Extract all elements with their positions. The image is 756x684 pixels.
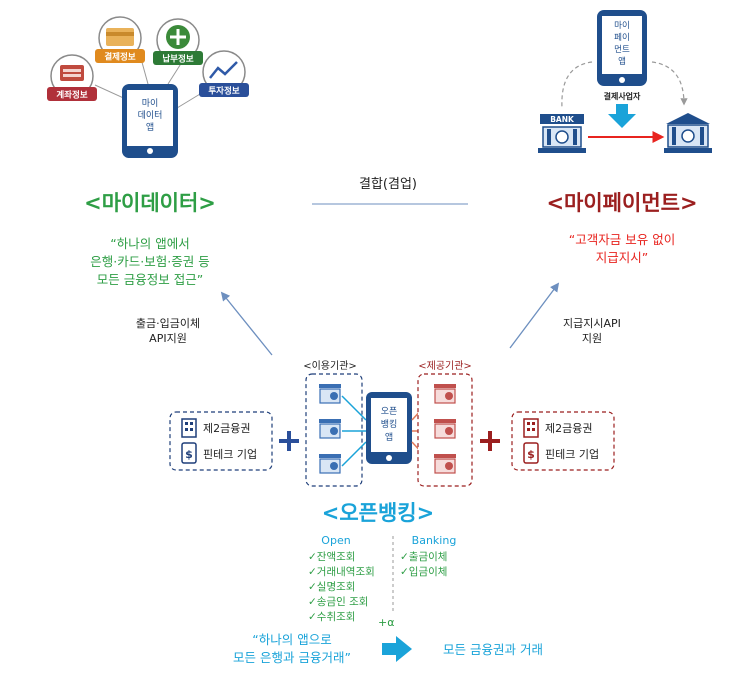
provider-bank-icon-2 [434, 419, 456, 439]
open-item-2: ✓거래내역조회 [308, 566, 375, 578]
bank-label: BANK [550, 115, 575, 124]
left-box-line1: 제2금융권 [203, 422, 250, 435]
mydata-phone-line2: 데이터 [138, 110, 163, 121]
mypayment-phone-line2: 페이 [614, 32, 630, 43]
banking-item-1: ✓출금이체 [400, 551, 447, 563]
bank-building-icon [664, 113, 712, 153]
mypayment-quote-line1: “고객자금 보유 없이 [569, 232, 675, 247]
mydata-quote-line3: 모든 금융정보 접근” [97, 272, 203, 287]
user-bank-icons [319, 384, 341, 474]
user-bank-icon-1 [319, 384, 341, 404]
mydata-arrow-label-line1: 출금·입금이체 [136, 317, 200, 330]
provider-institutions-label: <제공기관> [418, 360, 472, 372]
provider-bank-icon-3 [434, 454, 456, 474]
svg-text:$: $ [185, 448, 193, 461]
open-item-3: ✓실명조회 [308, 581, 355, 593]
mypayment-phone-line3: 먼트 [614, 44, 630, 55]
bubble-label-payment: 결제정보 [104, 52, 135, 63]
building-icon [181, 418, 197, 438]
user-institutions-label: <이용기관> [303, 360, 357, 372]
openbanking-quote-line1: “하나의 앱으로 [252, 632, 331, 647]
account-icon [60, 65, 84, 81]
mydata-phone-line1: 마이 [142, 98, 159, 109]
mypayment-arrow-label-line1: 지급지시API [563, 317, 621, 330]
down-arrow-icon [608, 104, 636, 128]
ob-phone-line2: 뱅킹 [381, 418, 398, 430]
arc-right [651, 61, 688, 106]
left-institution-box: 제2금융권 $ 핀테크 기업 [169, 411, 273, 471]
ob-phone-line3: 앱 [385, 431, 393, 443]
mydata-phone-icon: 마이 데이터 앱 [122, 84, 178, 158]
red-plus-icon [480, 431, 500, 451]
payment-info-bubble: 결제정보 [95, 16, 145, 63]
mypayment-title: <마이페이먼트> [546, 191, 697, 215]
dues-info-bubble: 납부정보 [153, 18, 203, 65]
bubble-label-dues: 납부정보 [162, 54, 193, 65]
bubble-label-account: 계좌정보 [56, 90, 87, 101]
plus-alpha: +α [378, 616, 394, 629]
openbanking-title: <오픈뱅킹> [322, 501, 434, 525]
user-bank-icon-2 [319, 419, 341, 439]
open-item-4: ✓송금인 조회 [308, 596, 368, 608]
investment-info-bubble: 투자정보 [199, 50, 249, 97]
left-box-line2: 핀테크 기업 [203, 448, 257, 461]
mydata-quote-line1: “하나의 앱에서 [110, 236, 189, 251]
arc-left [561, 61, 593, 109]
mypayment-arrow-label-line2: 지원 [582, 332, 602, 345]
svg-text:$: $ [527, 448, 535, 461]
result-text: 모든 금융권과 거래 [443, 642, 543, 657]
fintech-dollar-icon: $ [523, 442, 539, 464]
mypayment-phone-icon: 마이 페이 먼트 앱 [597, 10, 647, 86]
right-box-line2: 핀테크 기업 [545, 448, 599, 461]
ob-phone-line1: 오픈 [381, 406, 398, 417]
open-item-1: ✓잔액조회 [308, 551, 355, 563]
plus-icon [166, 25, 190, 49]
mydata-quote-line2: 은행·카드·보험·증권 등 [90, 254, 209, 269]
fintech-dollar-icon: $ [181, 442, 197, 464]
banking-header: Banking [412, 534, 457, 547]
mypayment-quote-line2: 지급지시” [596, 250, 648, 265]
mydata-phone-line3: 앱 [146, 121, 154, 133]
card-icon [106, 28, 134, 46]
openbanking-section: 제2금융권 $ 핀테크 기업 <이용기관> [169, 360, 615, 665]
open-header: Open [321, 534, 350, 547]
right-institution-box: 제2금융권 $ 핀테크 기업 [511, 411, 615, 471]
mypayment-phone-line4: 앱 [618, 56, 626, 67]
mydata-section: 계좌정보 결제정보 납부정보 투자정보 [47, 16, 273, 356]
provider-bank-icons [434, 384, 456, 474]
mypayment-section: 마이 페이 먼트 앱 결제사업자 BANK [509, 10, 712, 349]
chart-line-icon [209, 61, 238, 79]
mydata-arrow-label-line2: API지원 [149, 332, 187, 345]
mydata-arrow [220, 291, 273, 356]
payment-operator-label: 결제사업자 [604, 91, 641, 101]
mypayment-phone-line1: 마이 [614, 20, 630, 31]
openbanking-phone-icon: 오픈 뱅킹 앱 [366, 392, 412, 464]
mypayment-arrow [509, 282, 560, 349]
openbanking-quote-line2: 모든 은행과 금융거래” [233, 650, 351, 665]
right-box-line1: 제2금융권 [545, 422, 592, 435]
user-connectors [341, 395, 367, 467]
bubble-label-investment: 투자정보 [208, 86, 239, 97]
account-info-bubble: 계좌정보 [47, 54, 97, 101]
combination-section: 결합(겸업) [312, 177, 468, 205]
banking-item-2: ✓입금이체 [400, 565, 447, 578]
blue-plus-icon [279, 431, 299, 451]
bank-icon: BANK [538, 114, 586, 153]
provider-bank-icon-1 [434, 384, 456, 404]
right-arrow-icon [382, 636, 412, 662]
building-icon [523, 418, 539, 438]
combination-label: 결합(겸업) [359, 177, 417, 192]
open-item-5: ✓수취조회 [308, 611, 355, 623]
user-bank-icon-3 [319, 454, 341, 474]
mydata-title: <마이데이터> [84, 191, 216, 215]
